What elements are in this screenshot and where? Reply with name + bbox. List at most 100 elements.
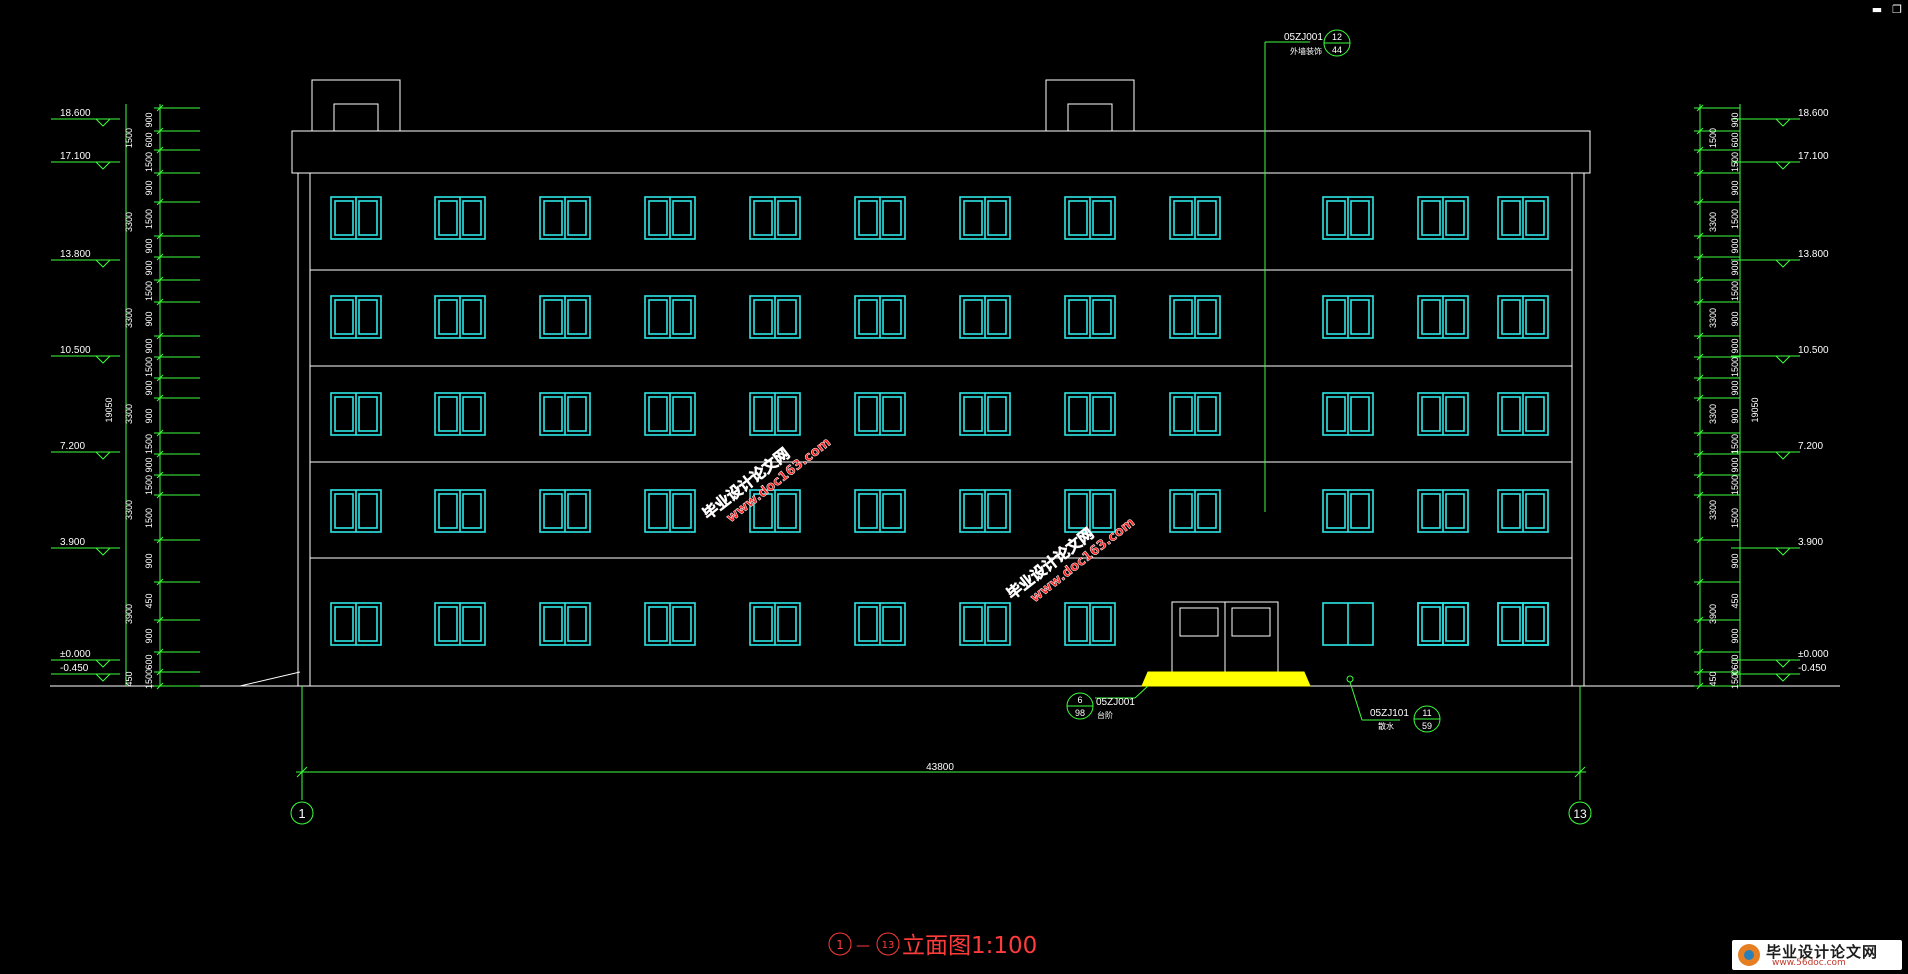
right-dim-slash [1696,471,1704,479]
window [644,489,696,533]
window-sash-left [648,200,668,236]
window-sash-left [753,396,773,432]
left-seg-label: 1500 [144,508,154,528]
right-seg-label: 1500 [1730,434,1740,454]
left-dim-slash [156,232,164,240]
right-elevation-label: 7.200 [1798,441,1823,452]
right-elevation-triangle [1775,547,1792,556]
left-floor-dim: 450 [124,671,134,686]
right-dim-slash [1696,332,1704,340]
window-sash-right [1092,606,1112,642]
window-sash-left [1326,396,1346,432]
step-callout-note: 台阶 [1097,710,1113,720]
right-seg-label: 900 [1730,260,1740,275]
window [1417,196,1469,240]
left-dim-slash [156,169,164,177]
window [1322,295,1374,339]
window [1417,392,1469,436]
left-seg-label: 900 [144,457,154,472]
window [1064,392,1116,436]
window-sash-left [1326,493,1346,529]
left-dim-slash [156,491,164,499]
title-axis-start: 1 [836,938,844,952]
left-dim-slash [156,104,164,112]
left-dim-slash [156,146,164,154]
logo-dot-icon [1744,950,1754,960]
right-floor-dim: 450 [1708,671,1718,686]
window-sash-right [462,493,482,529]
window-sash-right [1525,493,1545,529]
ramp-callout-num: 11 [1422,708,1431,718]
right-dim-slash [1696,616,1704,624]
left-dim-slash [156,394,164,402]
window-sash-right [1525,606,1545,642]
left-seg-label: 1500 [144,669,154,689]
left-elevation-label: 13.800 [60,249,91,260]
window [1497,392,1549,436]
right-dim-slash [1696,394,1704,402]
window-sash-right [1525,299,1545,335]
window-sash-right [777,299,797,335]
window-sash-left [438,606,458,642]
top-callout: 05ZJ001 12 44 外墙装饰 [1264,29,1351,512]
right-elevation-label: 18.600 [1798,108,1829,119]
ramp-callout-note: 散水 [1378,721,1394,731]
axis-label-right: 13 [1573,807,1587,821]
left-total-height: 19050 [104,397,114,422]
left-elevation-label: ±0.000 [60,649,91,660]
right-elevation-triangle [1775,355,1792,364]
window-sash-left [858,606,878,642]
right-seg-label: 1500 [1730,508,1740,528]
step-callout-code: 05ZJ001 [1096,697,1135,708]
window [1417,295,1469,339]
window [539,489,591,533]
right-dim-slash [1696,127,1704,135]
right-floor-dim: 3300 [1708,212,1718,232]
window-sash-right [1350,200,1370,236]
left-seg-label: 600 [144,132,154,147]
window [434,295,486,339]
window-sash-left [753,299,773,335]
window-sash-right [672,493,692,529]
left-dim-slash [156,127,164,135]
window-sash-left [963,396,983,432]
window [959,602,1011,646]
window-sash-left [334,606,354,642]
window-sash-left [1068,299,1088,335]
right-dim-slash [1696,648,1704,656]
window-sash-left [1501,606,1521,642]
right-elevation-triangle [1775,259,1792,268]
window-sash-right [672,299,692,335]
window-sash-left [334,200,354,236]
site-logo[interactable]: 毕业设计论文网 www.56doc.com [1732,940,1902,970]
left-seg-label: 1500 [144,209,154,229]
window-sash-right [1092,396,1112,432]
minimize-icon[interactable]: ▬ [1871,3,1883,16]
left-dim-slash [156,298,164,306]
window-sash-left [753,200,773,236]
window [959,489,1011,533]
window-sash-left [648,493,668,529]
window-sash-left [543,299,563,335]
right-dim-slash [1696,374,1704,382]
left-dim-slash [156,198,164,206]
window-sash-right [672,396,692,432]
axis-bubble-right [1568,801,1592,825]
right-dim-slash [1696,276,1704,284]
right-dim-slash [1696,682,1704,690]
window [749,602,801,646]
window-sash-left [1421,299,1441,335]
right-dim-slash [1696,536,1704,544]
left-elevation-triangle [95,451,112,460]
right-dim-slash [1696,253,1704,261]
window [539,392,591,436]
window [644,602,696,646]
right-elevation-label: 17.100 [1798,151,1829,162]
window-sash-left [334,396,354,432]
window [749,392,801,436]
restore-icon[interactable]: ❐ [1892,3,1902,16]
left-dim-slash [156,353,164,361]
left-seg-label: 1500 [144,475,154,495]
window-sash-right [882,200,902,236]
